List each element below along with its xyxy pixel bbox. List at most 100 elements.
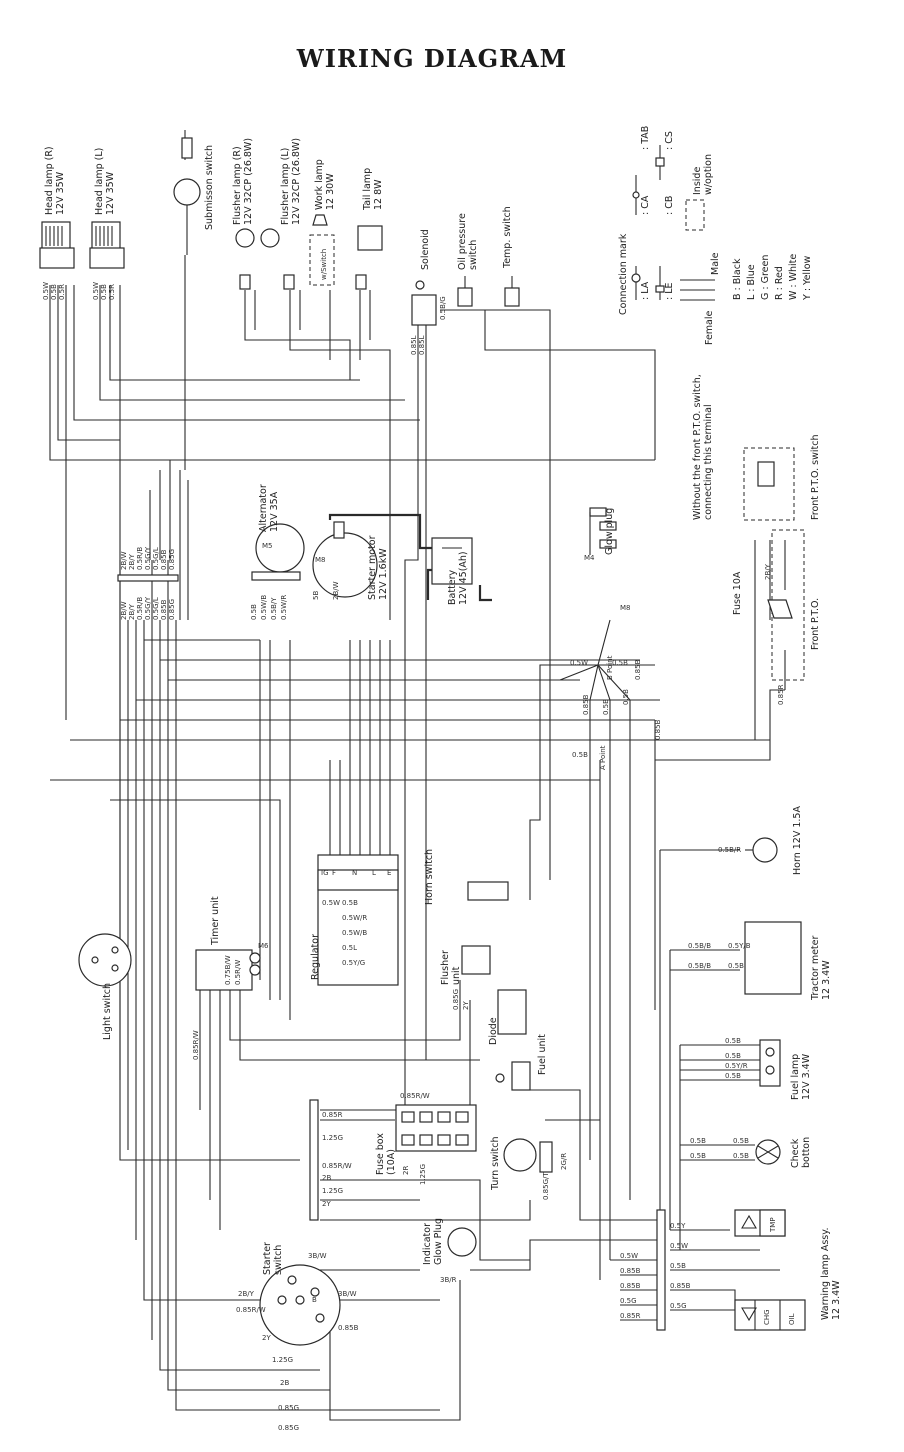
wire-label: 0.5Y/R (725, 1062, 748, 1070)
wire-label: 0.5B/B (688, 962, 711, 970)
wire-label-text: 0.85R (322, 1111, 343, 1119)
wire-label: 0.85R (620, 1312, 641, 1320)
label-line: 12 30W (325, 173, 336, 210)
wire-label-text: 0.5R/W (234, 960, 242, 985)
wire-label: 0.5G/L (152, 597, 160, 620)
harness-connectors (117, 274, 666, 1331)
label-flusher-lamp-l: Flusher lamp (L)12V 32CP (26.8W) (280, 138, 302, 225)
wire-label: 2B/Y (764, 563, 772, 580)
wire-label-text: 2B/W (120, 551, 128, 570)
label-glow-plug: Glow plug (604, 508, 615, 555)
wire-label: 0.5G/L (152, 547, 160, 570)
warning-cell-chg-text: CHG (763, 1309, 771, 1325)
terminal-label: M8 (315, 556, 326, 564)
wire-label-text: 2B/W (332, 581, 340, 600)
terminal-label: IG (321, 869, 329, 877)
label-horn-text: Horn 12V 1.5A (792, 806, 803, 875)
label-line: unit (451, 966, 462, 985)
legend-inside: Insidew/option (692, 154, 714, 195)
wire-label: 0.85R/W (236, 1306, 266, 1314)
label-front-pto: Front P.T.O. (810, 598, 821, 650)
label-line: switch (273, 1245, 284, 1275)
wire-label: 0.5G/Y (144, 546, 152, 570)
wire-label-text: 0.5G/L (152, 547, 160, 570)
wire-label: 0.5B (670, 1262, 686, 1270)
label-starter-motor-text: Starter motor (367, 535, 378, 600)
label-starter-motor: Starter motor12V 1.6kW (367, 535, 389, 600)
wire-label-text: 0.85G (278, 1404, 299, 1412)
submission-switch (173, 137, 201, 255)
label-head-lamp-l: Head lamp (L)12V 35W (94, 148, 116, 215)
wire-label: 0.5B (572, 751, 588, 759)
legend-le-text: : LE (664, 282, 675, 300)
wire-label-text: 0.5Y/R (725, 1062, 748, 1070)
wire-label-text: 0.85L (410, 335, 418, 355)
label-a-point-text: A Point (599, 745, 607, 770)
label-warning-lamp-text: Warning lamp Assy. (820, 1227, 831, 1320)
warning-cell-tmp-text: TMP (769, 1217, 777, 1233)
wire-label: 0.85B (654, 719, 662, 740)
wire-label: 0.5R/B (136, 547, 144, 570)
wire-label: 0.5B (725, 1072, 741, 1080)
wire-label: 0.85R (322, 1111, 343, 1119)
wire-label: 0.85B (160, 599, 168, 620)
label-indicator-glow-plug-text: Indicator (422, 1223, 433, 1265)
wire-label: 0.5W/B (342, 929, 367, 937)
label-light-switch: Light switch (102, 983, 113, 1040)
legend-color-black-text: B : Black (732, 258, 743, 300)
wire-label-text: 0.5G/Y (144, 546, 152, 570)
wire-label: 3B/W (338, 1290, 357, 1298)
terminal-label: F (332, 869, 336, 877)
label-alternator: Alternator12V 35A (258, 484, 280, 532)
label-fuse-10a: Fuse 10A (732, 571, 743, 615)
wire-label-text: 0.5B/R (718, 846, 741, 854)
wire-label-text: 0.85B (620, 1282, 641, 1290)
wire-label: 0.85B (620, 1282, 641, 1290)
wire-label: 0.85R/W (322, 1162, 352, 1170)
wire-label-text: 0.85G/T (542, 1172, 550, 1200)
battery (431, 537, 473, 585)
wire-label-text: 0.5B (622, 689, 630, 705)
wire-label-text: 0.5B (725, 1037, 741, 1045)
wire-label: 2Y (262, 1334, 271, 1342)
wire-label: 0.5G/Y (144, 596, 152, 620)
wire-label: 2B/Y (128, 603, 136, 620)
label-b-point-text: B Point (606, 655, 614, 680)
wire-label: 0.5B (690, 1137, 706, 1145)
fuel-lamp (759, 1039, 781, 1087)
wire-label: 0.85G/T (542, 1172, 550, 1200)
wire-label-text: 1.25G (272, 1356, 293, 1364)
wire-label: 0.85G (168, 599, 176, 620)
wire-label-text: 0.5Y/G (342, 959, 365, 967)
wire-label-text: 0.85B (634, 659, 642, 680)
label-line: 12 3.4W (831, 1280, 842, 1320)
legend-color-red: R : Red (774, 266, 785, 300)
wire-label-text: 2B/Y (238, 1290, 255, 1298)
wire-label-text: 0.75B/W (224, 955, 232, 985)
wire-label-text: 2R (402, 1166, 410, 1175)
wire-label-text: 2Y (262, 1334, 271, 1342)
terminal-label: N (352, 869, 357, 877)
wire-label-text: 0.85R/W (400, 1092, 430, 1100)
legend-color-black: B : Black (732, 258, 743, 300)
check-button (755, 1139, 781, 1165)
indicator-glow-plug (447, 1227, 477, 1257)
label-diode: Diode (488, 1017, 499, 1045)
terminal-label-text: M4 (584, 554, 595, 562)
wire-label: 1.25G (419, 1164, 427, 1185)
legend-color-green: G : Green (760, 255, 771, 300)
flusher-unit (461, 945, 491, 975)
wire-label-text: 0.85R (620, 1312, 641, 1320)
label-line: 12V 35W (55, 171, 66, 215)
wire-label: 0.5W (670, 1242, 688, 1250)
wire-label: 0.5B (725, 1037, 741, 1045)
label-fuel-lamp-text: Fuel lamp (790, 1054, 801, 1100)
wire-label-text: 0.85B (160, 549, 168, 570)
label-front-pto-switch: Front P.T.O. switch (810, 435, 821, 520)
front-pto (767, 529, 805, 681)
light-switch (78, 933, 132, 987)
wire-label-text: 0.5B (100, 284, 108, 300)
wire-label: 0.5W (620, 1252, 638, 1260)
legend-ca-text: : CA (640, 195, 651, 215)
legend-tab-text: : TAB (640, 126, 651, 150)
